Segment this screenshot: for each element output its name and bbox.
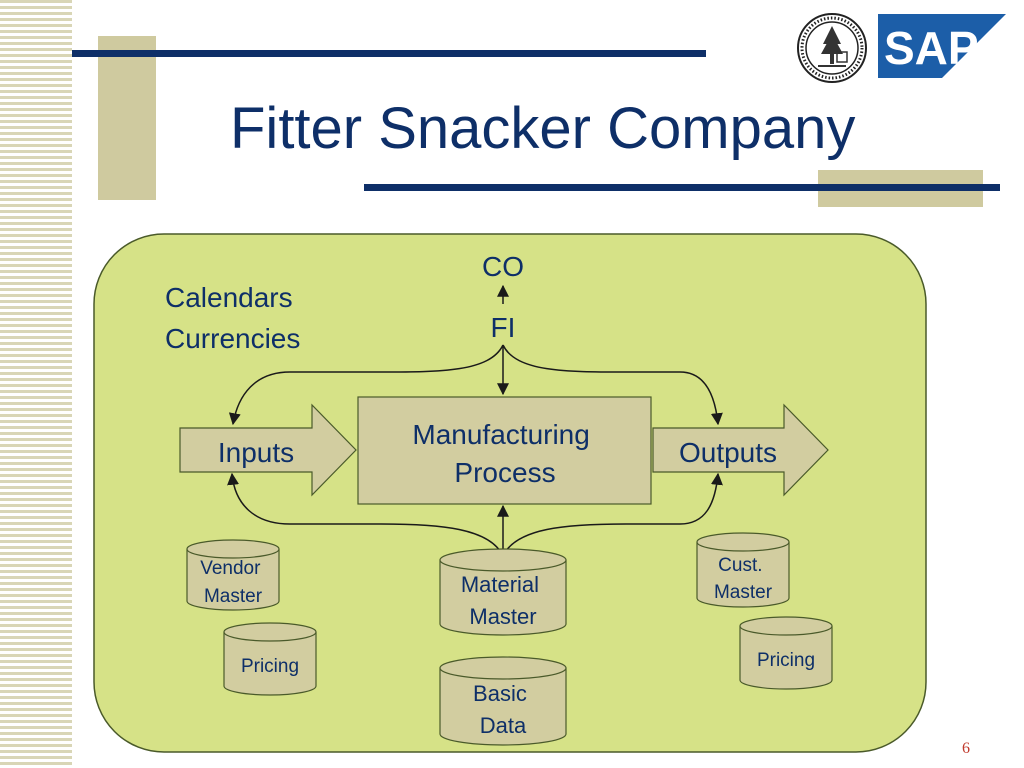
material-master-line2: Master — [469, 604, 536, 629]
co-label: CO — [482, 251, 524, 282]
fi-label: FI — [491, 312, 516, 343]
fi-to-inputs-curve — [228, 344, 504, 426]
basic-data-line1: Basic — [473, 681, 527, 706]
accent-line-bottom — [364, 184, 1000, 191]
manufacturing-process-box — [357, 396, 652, 505]
vendor-pricing-label: Pricing — [241, 656, 299, 677]
svg-text:Vendor Master: Vendor Master — [200, 558, 266, 607]
outputs-arrow-shape — [652, 403, 829, 497]
customer-master-line1: Cust. — [718, 555, 762, 576]
outputs-label: Outputs — [679, 437, 777, 468]
svg-text:Basic Data: Basic Data — [473, 681, 533, 738]
accent-line-top — [72, 50, 706, 57]
vendor-master-cylinder: Vendor Master — [186, 539, 280, 611]
vendor-pricing-cylinder: Pricing — [223, 622, 317, 696]
decorative-stripes — [0, 0, 72, 768]
sap-logo-text: SAP — [884, 22, 979, 74]
currencies-label: Currencies — [165, 323, 300, 354]
svg-text:Material Master: Material Master — [461, 572, 545, 629]
university-seal-logo — [797, 13, 867, 83]
vendor-master-line1: Vendor — [200, 558, 261, 579]
process-label-line1: Manufacturing — [412, 419, 589, 450]
accent-block-top — [98, 36, 156, 200]
material-to-outputs-curve — [502, 472, 723, 557]
svg-text:Cust. Master: Cust. Master — [714, 555, 773, 603]
material-master-cylinder: Material Master — [439, 548, 567, 636]
inputs-label: Inputs — [218, 437, 294, 468]
customer-pricing-label: Pricing — [757, 650, 815, 671]
basic-data-cylinder: Basic Data — [439, 656, 567, 746]
customer-master-line2: Master — [714, 582, 773, 603]
basic-data-line2: Data — [480, 713, 527, 738]
material-to-inputs-curve — [227, 472, 504, 557]
settings-label: Calendars Currencies — [165, 282, 300, 354]
page-number: 6 — [962, 740, 970, 757]
fi-to-outputs-curve — [502, 344, 723, 426]
calendars-label: Calendars — [165, 282, 293, 313]
inputs-arrow-shape — [179, 403, 357, 497]
customer-pricing-cylinder: Pricing — [739, 616, 833, 690]
vendor-master-line2: Master — [204, 586, 263, 607]
sap-logo: SAP — [878, 14, 1006, 78]
customer-master-cylinder: Cust. Master — [696, 532, 790, 608]
material-master-line1: Material — [461, 572, 539, 597]
slide-title: Fitter Snacker Company — [230, 96, 856, 161]
process-label: Manufacturing Process — [412, 419, 597, 488]
process-label-line2: Process — [454, 457, 555, 488]
